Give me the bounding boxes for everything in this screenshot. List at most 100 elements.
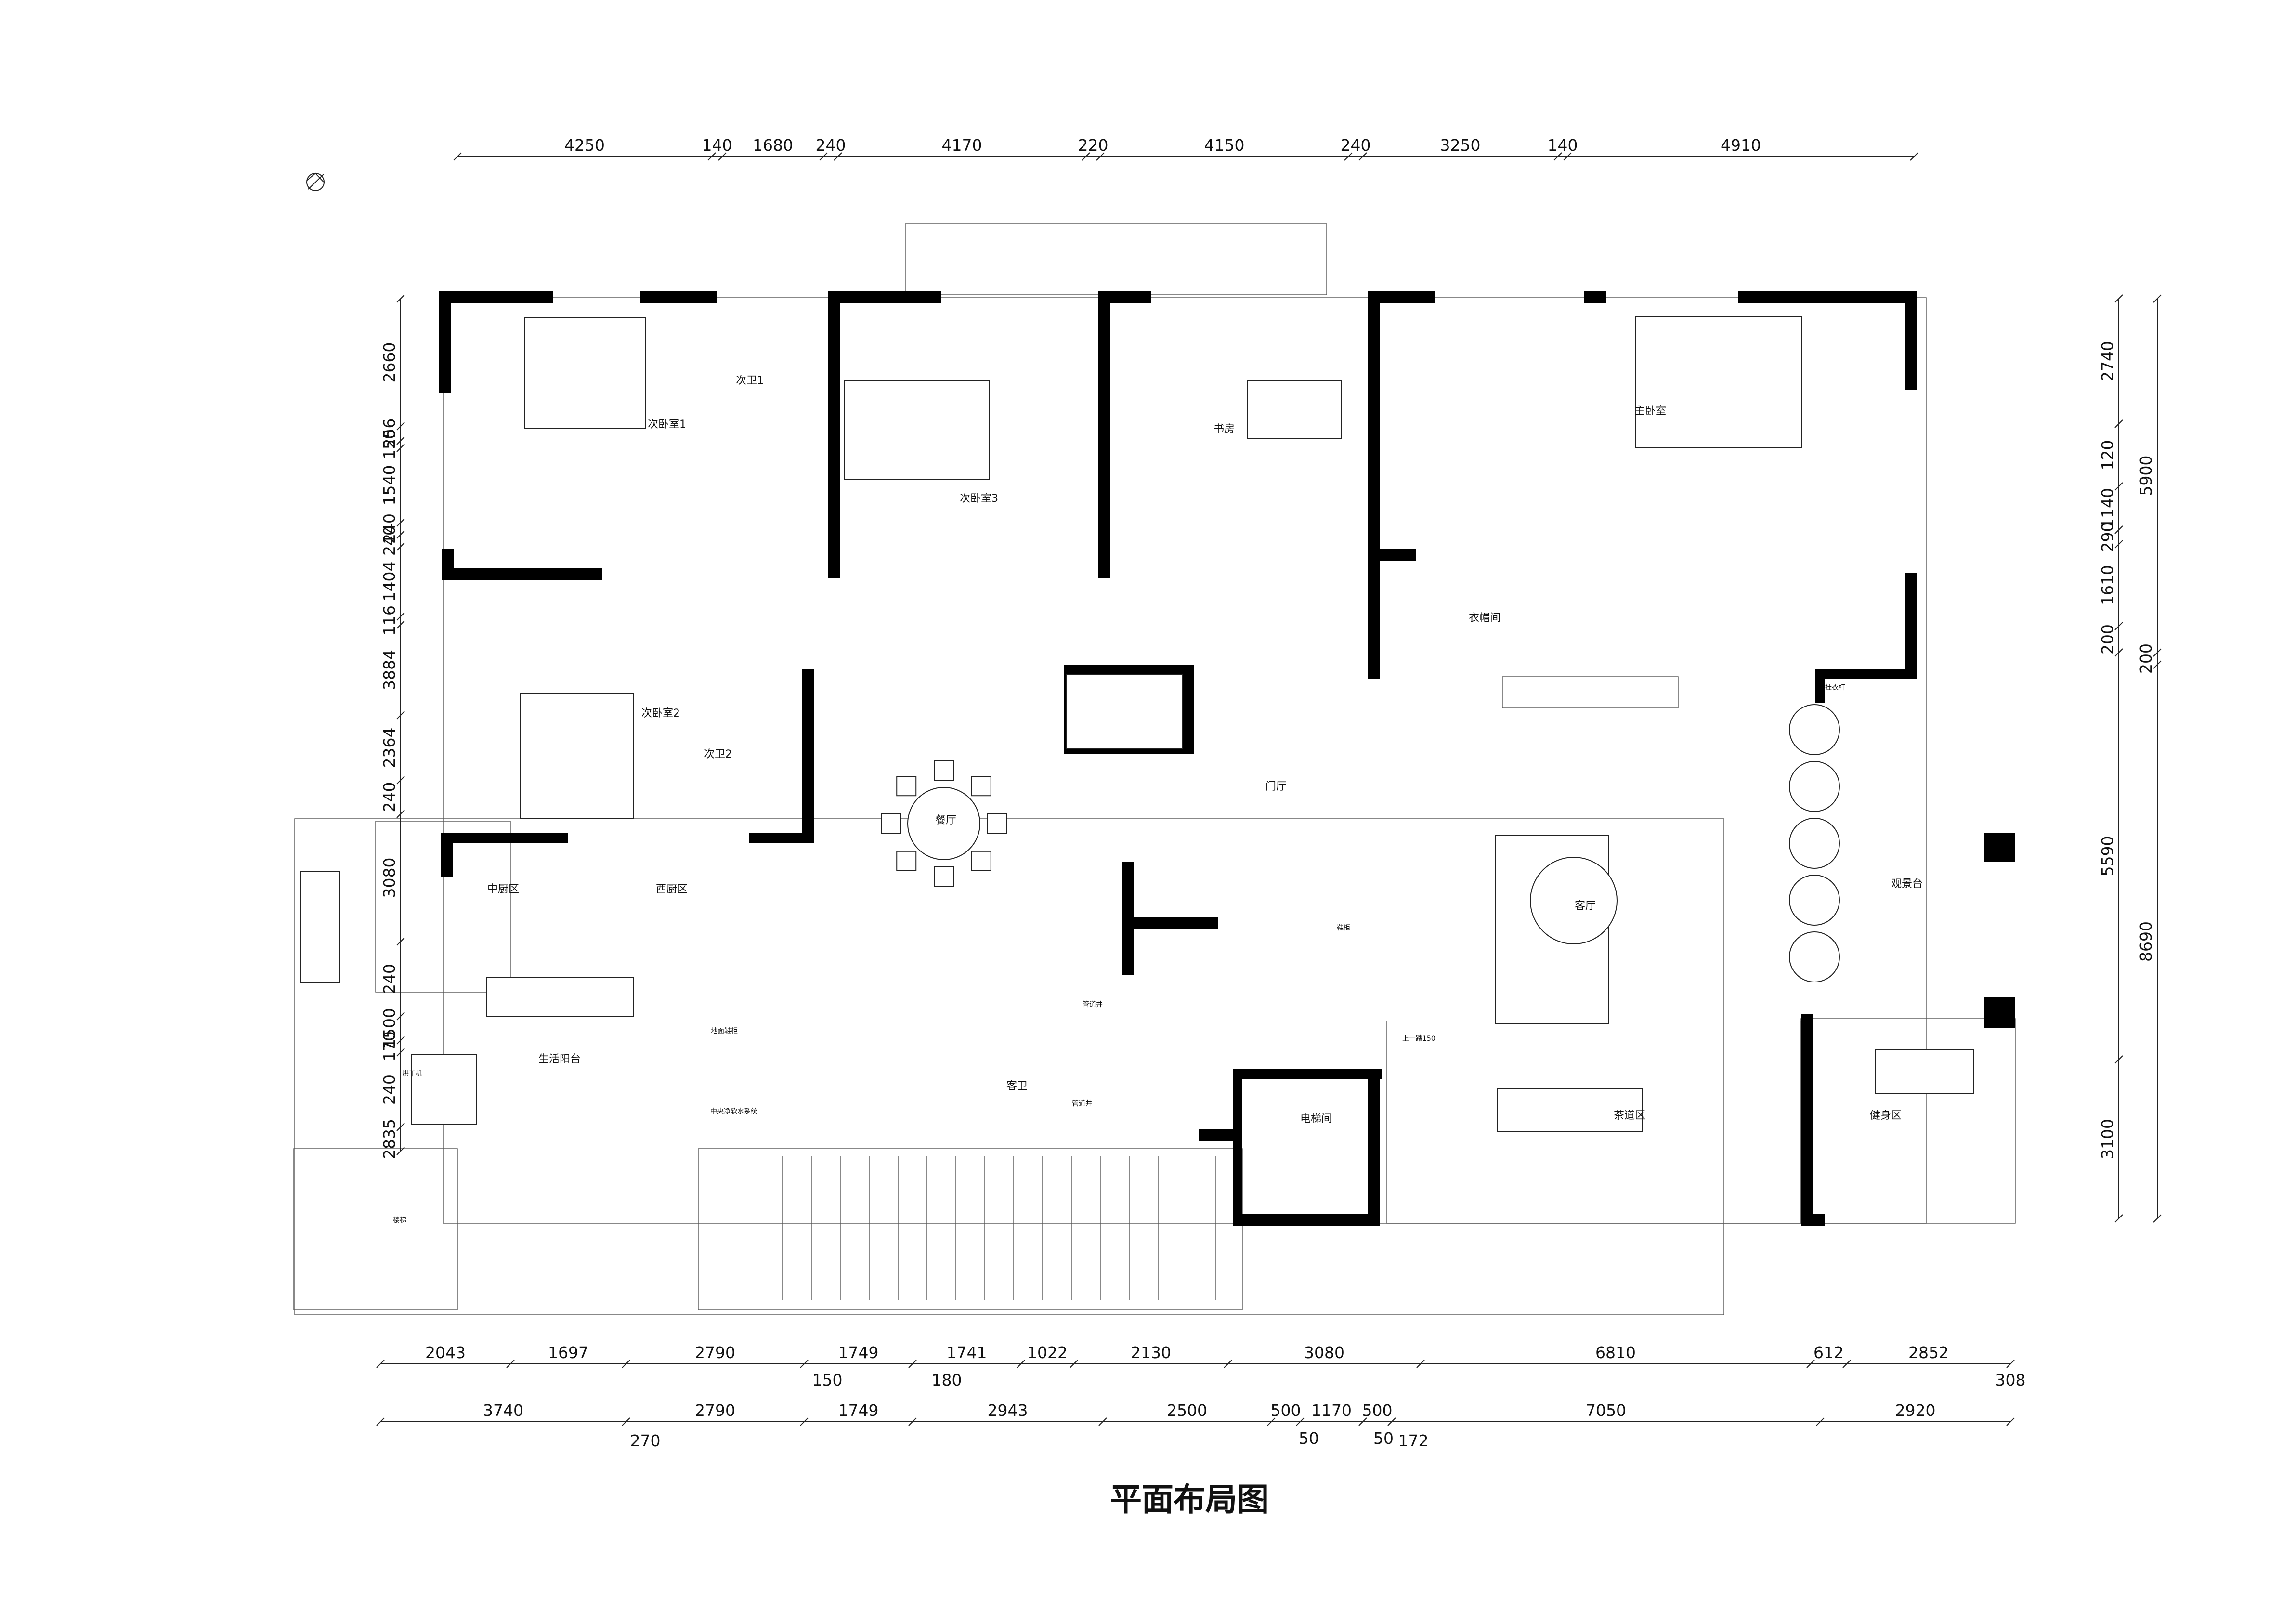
label-pipe-shaft-1: 管道井 [1083, 1001, 1103, 1008]
label-master: 主卧室 [1634, 405, 1666, 417]
column-round [1789, 931, 1840, 982]
dim-tick [1416, 1360, 1425, 1368]
dim-tick [396, 1048, 405, 1057]
dim-tick [2006, 1417, 2015, 1426]
label-bedroom2: 次卧室2 [641, 707, 680, 720]
dimension-label: 1680 [753, 136, 793, 155]
dim-tick [1553, 152, 1562, 161]
dimension-label: 7050 [1586, 1401, 1626, 1420]
dim-tick [1387, 1417, 1396, 1426]
label-stair: 楼梯 [393, 1217, 406, 1224]
dimension-label: 240 [380, 964, 399, 994]
bed-bedroom2 [520, 693, 634, 819]
label-ab-chair: 挂衣杆 [1825, 684, 1845, 692]
wall-segment [1233, 1069, 1242, 1223]
dimension-label: 1404 [380, 562, 399, 602]
wall-segment [828, 291, 840, 578]
outline [375, 821, 511, 993]
wall-segment [828, 291, 941, 303]
dim-tick [376, 1417, 385, 1426]
dimension-label: 1749 [838, 1401, 879, 1420]
dim-tick [396, 294, 405, 303]
dimension-label: 500 [1362, 1401, 1393, 1420]
dimension-label: 2660 [380, 342, 399, 383]
dim-tick [396, 1012, 405, 1021]
label-guest-bath: 客卫 [1006, 1080, 1028, 1092]
fixture-labels: 烘干机 中央净软水系统 管道井 管道井 上一踏150 地面鞋柜 鞋柜 挂衣杆 楼… [393, 684, 1845, 1224]
dining-chair [896, 776, 917, 797]
wall-segment [1815, 669, 1825, 703]
dimension-label: 2835 [380, 1119, 399, 1159]
dim-tick [1224, 1360, 1232, 1368]
dim-tick [2006, 1360, 2015, 1368]
bed-bedroom3 [844, 380, 990, 480]
dimension-label: 2790 [695, 1401, 735, 1420]
column-round [1789, 875, 1840, 926]
dimension-label: 240 [1341, 136, 1371, 155]
dim-tick [376, 1360, 385, 1368]
wall-segment [1233, 1214, 1380, 1226]
dim-tick [834, 152, 842, 161]
label-bedroom3: 次卧室3 [960, 493, 998, 505]
dimension-label: 5900 [2137, 456, 2155, 496]
dim-tick [622, 1360, 630, 1368]
wall-segment [802, 669, 814, 843]
wall-segment [1122, 917, 1218, 929]
dimension-label: 240 [380, 525, 399, 556]
dimension-sublabel: 308 [1996, 1371, 2026, 1389]
wall-segment [1801, 1214, 1825, 1226]
dim-tick [396, 542, 405, 551]
dim-tick [396, 810, 405, 818]
dimension-sublabel: 50 [1299, 1429, 1319, 1448]
dimension-label: 2852 [1908, 1343, 1949, 1362]
dim-tick [1358, 152, 1367, 161]
wall-segment [439, 291, 553, 303]
wall-segment [442, 549, 454, 580]
wall-segment [1801, 1014, 1813, 1226]
dim-tick [2114, 482, 2123, 491]
label-elevator: 电梯间 [1300, 1113, 1332, 1125]
dim-tick [2114, 622, 2123, 630]
column-round [1789, 704, 1840, 755]
wall-segment [1738, 291, 1914, 303]
label-viewing: 观景台 [1891, 878, 1923, 890]
dimension-label: 4910 [1721, 136, 1761, 155]
dim-tick [819, 152, 828, 161]
label-pipe-shaft-2: 管道井 [1072, 1100, 1092, 1108]
wall-segment [1984, 833, 2015, 862]
label-hall-box: 鞋柜 [1337, 924, 1350, 932]
dim-tick [396, 444, 405, 452]
dimension-label: 8690 [2137, 921, 2155, 962]
wall-segment [441, 833, 453, 877]
dimension-label: 1741 [947, 1343, 987, 1362]
furniture-layer [300, 316, 1974, 1132]
dimension-label: 4150 [1204, 136, 1245, 155]
dimension-label: 220 [1078, 136, 1109, 155]
dimension-label: 200 [2137, 643, 2155, 674]
dim-tick [1017, 1360, 1025, 1368]
dining-chair [987, 813, 1007, 834]
wall-segment [1199, 1129, 1233, 1141]
dim-tick [396, 1123, 405, 1131]
north-arrow-icon [306, 172, 325, 191]
dimension-sublabel: 150 [812, 1371, 843, 1389]
wall-segment [439, 291, 451, 393]
dim-tick [396, 937, 405, 946]
dimension-label: 3884 [380, 650, 399, 690]
room-labels: 次卧室1 次卫1 次卧室3 书房 主卧室 衣帽间 次卧室2 次卫2 餐厅 门厅 … [487, 375, 1923, 1125]
dim-tick [908, 1360, 917, 1368]
dimension-label: 150 [380, 429, 399, 459]
label-water-system: 中央净软水系统 [710, 1108, 757, 1115]
dining-chair [881, 813, 901, 834]
label-drying: 烘干机 [402, 1070, 422, 1078]
dim-tick [396, 612, 405, 621]
dining-table [907, 787, 980, 860]
dimension-label: 1170 [1311, 1401, 1352, 1420]
dimension-sublabel: 172 [1398, 1431, 1429, 1450]
outline [1502, 676, 1679, 708]
kitchen-counter [300, 871, 340, 983]
dimension-label: 3080 [380, 858, 399, 898]
